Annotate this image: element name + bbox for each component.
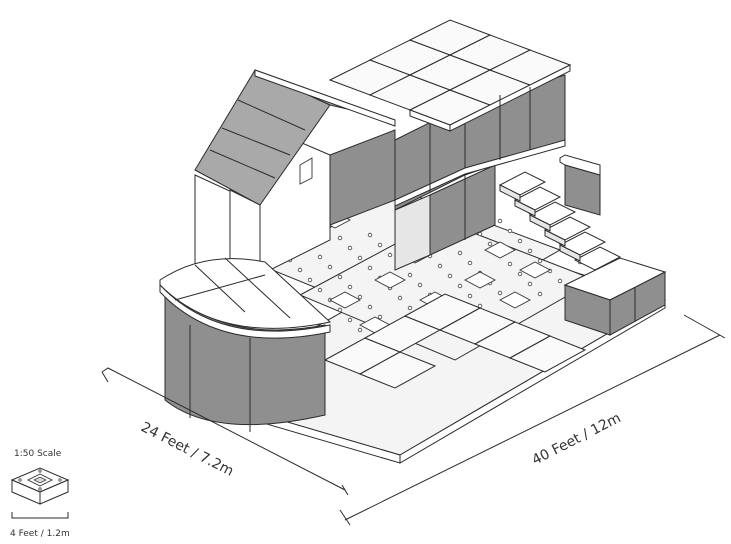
perforation-dot	[357, 294, 363, 300]
perforation-dot	[467, 260, 473, 266]
perforation-dot	[497, 290, 503, 296]
perforation-dot	[407, 305, 413, 311]
perforation-dot	[377, 314, 383, 320]
perforation-dot	[337, 274, 343, 280]
perforation-dot	[327, 264, 333, 270]
perforation-dot	[377, 242, 383, 248]
front-walkway	[323, 293, 587, 389]
perforation-dot	[347, 317, 353, 323]
perforation-dot	[367, 232, 373, 238]
perforation-dot	[457, 250, 463, 256]
perforation-dot	[527, 281, 533, 287]
perforation-dot	[557, 278, 563, 284]
perforation-dot	[407, 272, 413, 278]
perforation-dot	[307, 277, 313, 283]
perforation-dot	[497, 218, 503, 224]
perforation-dot	[347, 284, 353, 290]
perforation-dot	[537, 291, 543, 297]
perforation-dot	[317, 254, 323, 260]
perforation-dot	[367, 304, 373, 310]
perforation-dot	[437, 263, 443, 269]
perforation-dot	[417, 282, 423, 288]
module-size-label: 4 Feet / 1.2m	[10, 529, 70, 539]
scale-label: 1:50 Scale	[14, 449, 62, 459]
perforation-dot	[447, 273, 453, 279]
right-landing-module	[563, 257, 667, 336]
perforation-dot	[467, 293, 473, 299]
perforation-dot	[347, 245, 353, 251]
perforation-dot	[527, 248, 533, 254]
curved-front-module	[159, 257, 332, 432]
perforation-dot	[357, 327, 363, 333]
perforation-dot	[317, 287, 323, 293]
perforation-dot	[367, 265, 373, 271]
perforation-dot	[457, 283, 463, 289]
perforation-dot	[517, 271, 523, 277]
perforation-dot	[507, 261, 513, 267]
perforation-dot	[297, 267, 303, 273]
perforation-dot	[507, 228, 513, 234]
upper-module-block	[328, 19, 572, 271]
staircase	[498, 154, 622, 271]
perforation-dot	[357, 255, 363, 261]
perforation-dot	[517, 238, 523, 244]
perforation-dot	[337, 235, 343, 241]
perforation-dot	[387, 252, 393, 258]
perforation-dot	[487, 241, 493, 247]
scale-legend: 1:50 Scale 4 Feet / 1.2m	[10, 449, 70, 539]
perforation-dot	[337, 307, 343, 313]
depth-label: 24 Feet / 7.2m	[138, 419, 236, 479]
perforation-dot	[537, 258, 543, 264]
perforation-dot	[397, 295, 403, 301]
length-label: 40 Feet / 12m	[530, 410, 624, 468]
